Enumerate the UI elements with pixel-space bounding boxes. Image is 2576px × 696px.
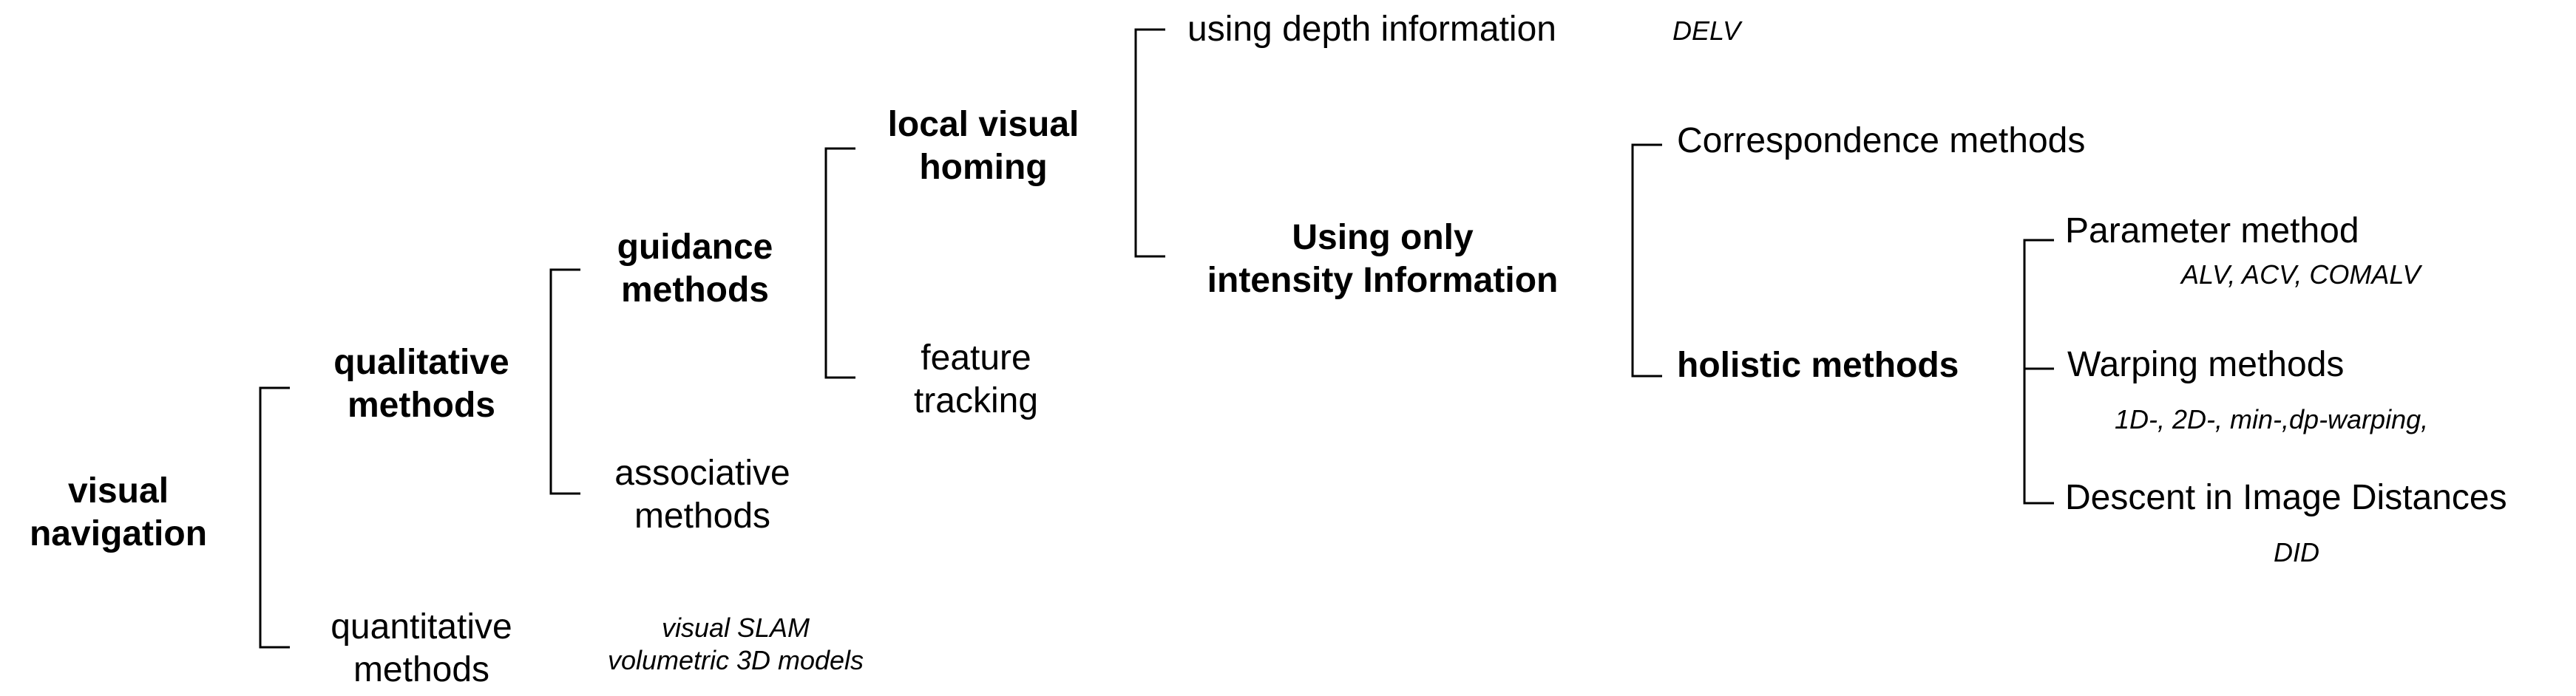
node-warping-methods: Warping methods — [2067, 345, 2345, 384]
node-visual-navigation: visual navigation — [7, 470, 229, 556]
node-guidance-methods: guidance methods — [592, 226, 799, 312]
bracket-local-homing — [1134, 28, 1165, 258]
node-local-homing-line1: local visual — [887, 105, 1079, 144]
bracket-holistic — [2023, 239, 2054, 505]
node-quantitative-methods: quantitative methods — [303, 606, 540, 692]
node-visual-navigation-line1: visual — [67, 471, 169, 511]
node-using-depth-information: using depth information — [1187, 10, 1556, 49]
node-descent-in-image-distances: Descent in Image Distances — [2065, 478, 2507, 517]
node-qualitative-line2: methods — [347, 386, 495, 425]
node-feature-tracking: feature tracking — [865, 337, 1087, 423]
node-feature-line2: tracking — [913, 381, 1039, 420]
node-qualitative-line1: qualitative — [333, 343, 509, 382]
node-visual-navigation-line2: navigation — [29, 514, 208, 553]
example-did: DID — [2274, 537, 2319, 567]
node-correspondence-methods: Correspondence methods — [1677, 121, 2086, 160]
bracket-qualitative — [549, 268, 580, 495]
bracket-root — [259, 386, 290, 649]
node-associative-methods: associative methods — [592, 452, 813, 538]
example-visual-slam: visual SLAM — [661, 613, 810, 643]
node-feature-line1: feature — [921, 338, 1031, 378]
node-associative-line2: methods — [634, 497, 771, 536]
node-parameter-method: Parameter method — [2065, 211, 2359, 250]
node-holistic-methods: holistic methods — [1677, 346, 1959, 385]
node-qualitative-methods: qualitative methods — [303, 341, 540, 427]
node-guidance-line1: guidance — [617, 228, 773, 267]
node-intensity-line2: intensity Information — [1207, 261, 1559, 300]
node-quantitative-line2: methods — [353, 650, 490, 689]
node-guidance-line2: methods — [620, 270, 769, 310]
example-warping-variants: 1D-, 2D-, min-,dp-warping, — [2115, 404, 2429, 434]
bracket-intensity — [1631, 143, 1662, 378]
quantitative-examples: visual SLAM volumetric 3D models — [569, 612, 902, 677]
bracket-guidance — [824, 147, 855, 379]
node-intensity-line1: Using only — [1292, 218, 1474, 257]
example-alv-acv-comalv: ALV, ACV, COMALV — [2181, 259, 2421, 290]
node-quantitative-line1: quantitative — [331, 607, 512, 646]
node-using-only-intensity-information: Using only intensity Information — [1168, 216, 1597, 302]
example-volumetric-3d: volumetric 3D models — [607, 645, 864, 675]
node-local-visual-homing: local visual homing — [865, 103, 1102, 189]
node-local-homing-line2: homing — [919, 148, 1048, 187]
node-associative-line1: associative — [614, 454, 790, 493]
example-delv: DELV — [1672, 16, 1741, 46]
